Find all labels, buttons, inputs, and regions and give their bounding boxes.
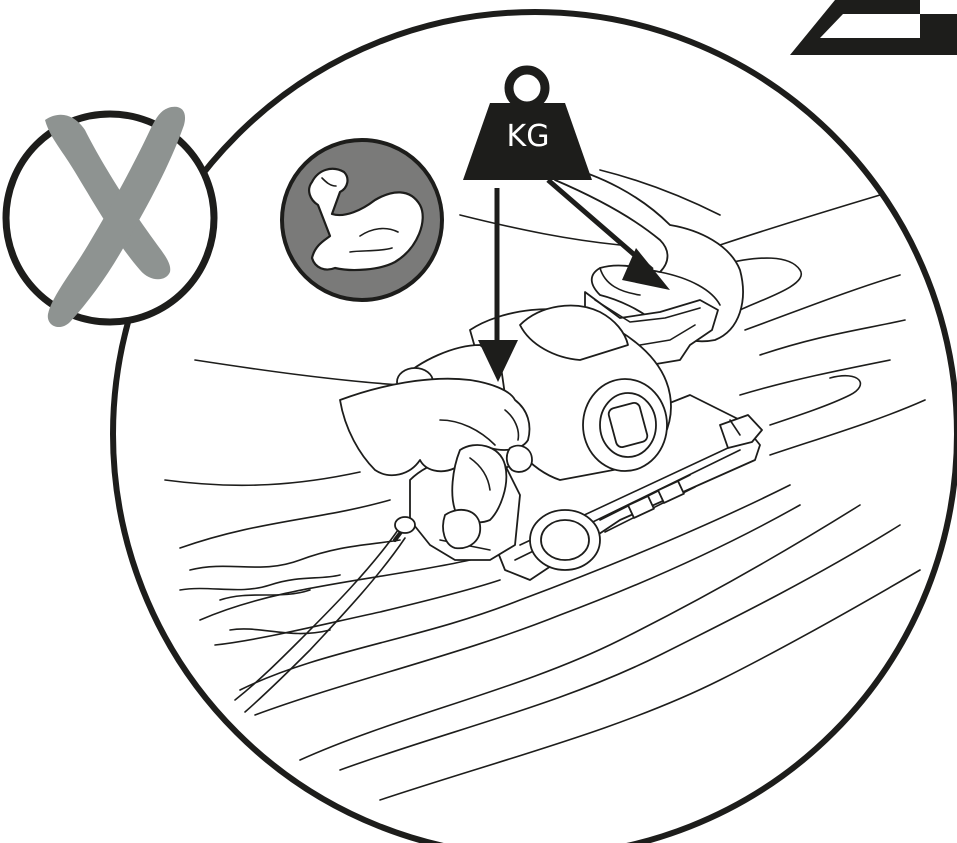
x-mark-icon: [6, 107, 214, 327]
flexed-arm-icon: [282, 140, 442, 300]
weight-label: KG: [507, 119, 550, 154]
step-number-badge: [790, 0, 957, 55]
